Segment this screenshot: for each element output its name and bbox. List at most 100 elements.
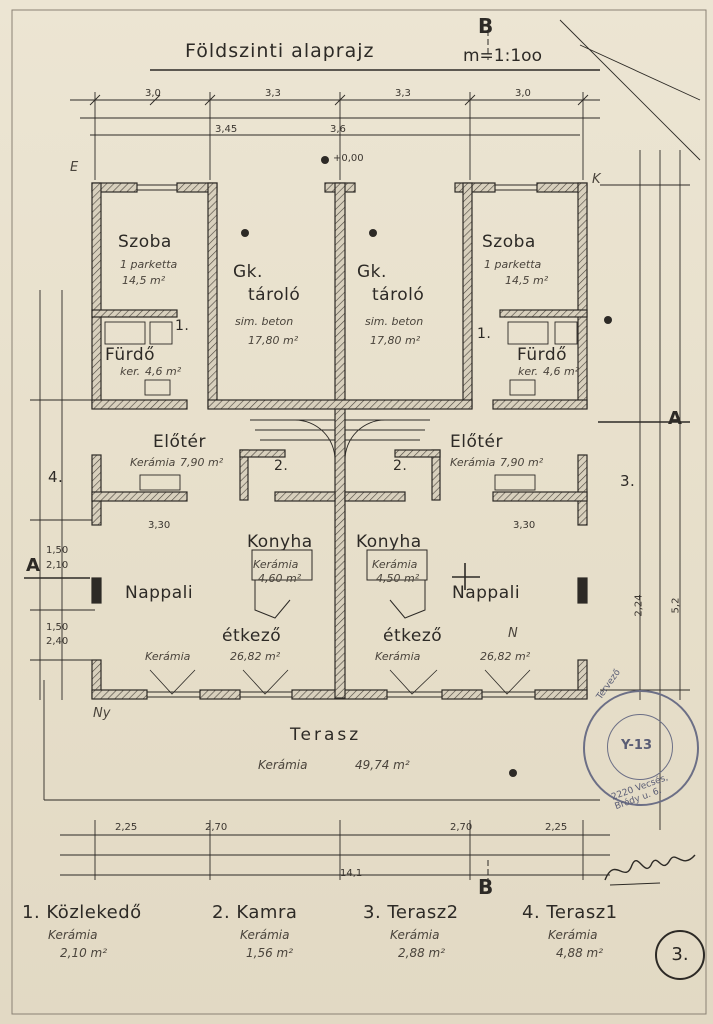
dim-left4: 2,40 [46, 636, 69, 647]
dim-top5: 3,45 [215, 124, 238, 135]
room-gk-right-area: 17,80 m² [370, 334, 421, 347]
top-dimension-chains [70, 92, 600, 180]
room-gk-left-floor: sim. beton [235, 315, 294, 328]
page-number: 3. [655, 930, 705, 980]
room-szoba-left-area: 14,5 m² [122, 274, 166, 287]
compass-ny: Ny [93, 706, 111, 721]
stamp-inner-ring [607, 714, 673, 780]
designer-stamp: Tervező Y-13 2220 Vecsés, Bródy u. 6. [583, 668, 699, 812]
compass-n: N [508, 626, 518, 641]
dim-right2: 5,2 [670, 597, 682, 614]
legend-3-name: 3. Terasz2 [363, 902, 459, 923]
room-furdo-left: Fürdő [105, 345, 156, 365]
walls [91, 182, 588, 700]
sheet-border [11, 9, 707, 1015]
room-konyha-left-area: 4,60 m² [258, 572, 302, 585]
room-number-2-right: 2. [393, 458, 408, 474]
room-number-2-left: 2. [274, 458, 289, 474]
room-eloter-left-area: 7,90 m² [180, 456, 224, 469]
bath-fixtures [104, 321, 578, 491]
room-gk-left-2: tároló [248, 285, 301, 305]
dim-bot-total: 14,1 [340, 868, 363, 879]
bottom-dimension-chains [60, 820, 610, 880]
room-eloter-left: Előtér [153, 432, 206, 452]
room-nappali-left: Nappali [125, 583, 194, 603]
dim-top2: 3,3 [265, 88, 281, 99]
room-gk-right-floor: sim. beton [365, 315, 424, 328]
dim-right1: 2,24 [633, 594, 645, 617]
room-gk-left: Gk. [233, 262, 263, 282]
compass-e: E [70, 160, 79, 175]
dim-top1: 3,0 [145, 88, 161, 99]
dim-left3: 1,50 [46, 622, 69, 633]
legend-2-material: Kerámia [240, 928, 290, 942]
room-terasz-floor: Kerámia [258, 758, 308, 772]
room-number-4: 4. [48, 468, 64, 486]
room-etkezo-right-floor: Kerámia [375, 650, 421, 663]
section-b-top: B [478, 14, 494, 38]
room-furdo-right: Fürdő [517, 345, 568, 365]
room-number-1-left: 1. [175, 318, 190, 334]
room-furdo-right-floor: ker. [518, 365, 539, 378]
room-szoba-right-floor: 1 parketta [484, 258, 542, 271]
room-szoba-right: Szoba [482, 232, 536, 252]
section-a-right: A [668, 408, 682, 429]
legend-1-area: 2,10 m² [60, 946, 108, 960]
room-etkezo-left-area: 26,82 m² [230, 650, 281, 663]
scale-label: m=1:1oo [463, 46, 542, 66]
room-szoba-left-floor: 1 parketta [120, 258, 178, 271]
legend-3-area: 2,88 m² [398, 946, 446, 960]
dim-bot3: 2,70 [450, 822, 473, 833]
dim-top4: 3,0 [515, 88, 531, 99]
section-b-bottom: B [478, 875, 494, 899]
room-terasz: Terasz [290, 725, 362, 745]
room-konyha-right-floor: Kerámia [372, 558, 418, 571]
room-eloter-right-floor: Kerámia [450, 456, 496, 469]
room-number-1-right: 1. [477, 326, 492, 342]
terrace-doors [149, 669, 531, 695]
dim-elev: +0,00 [333, 153, 364, 164]
signature [604, 854, 696, 886]
room-gk-left-area: 17,80 m² [248, 334, 299, 347]
room-konyha-left-floor: Kerámia [253, 558, 299, 571]
windows [91, 184, 588, 698]
dim-mid-left: 3,30 [148, 520, 171, 531]
elevation-markers [241, 156, 612, 777]
dim-bot1: 2,25 [115, 822, 138, 833]
room-etkezo-right-area: 26,82 m² [480, 650, 531, 663]
dim-left1: 1,50 [46, 545, 69, 556]
room-gk-right: Gk. [357, 262, 387, 282]
room-etkezo-left: étkező [222, 626, 282, 646]
room-etkezo-right: étkező [383, 626, 443, 646]
room-eloter-right: Előtér [450, 432, 503, 452]
legend-1-name: 1. Közlekedő [22, 902, 142, 923]
dim-mid-right: 3,30 [513, 520, 536, 531]
kitchen-counters [251, 549, 428, 619]
room-eloter-left-floor: Kerámia [130, 456, 176, 469]
dim-bot2: 2,70 [205, 822, 228, 833]
section-a-left: A [26, 555, 40, 576]
dim-top6: 3,6 [330, 124, 346, 135]
legend-4-material: Kerámia [548, 928, 598, 942]
legend-4-area: 4,88 m² [556, 946, 604, 960]
room-terasz-area: 49,74 m² [355, 758, 410, 772]
dim-top3: 3,3 [395, 88, 411, 99]
room-konyha-right: Konyha [356, 532, 422, 552]
dim-left2: 2,10 [46, 560, 69, 571]
legend-2-area: 1,56 m² [246, 946, 294, 960]
room-szoba-right-area: 14,5 m² [505, 274, 549, 287]
room-number-3: 3. [620, 472, 636, 490]
room-furdo-left-floor: ker. [120, 365, 141, 378]
stairs [250, 419, 430, 461]
room-eloter-right-area: 7,90 m² [500, 456, 544, 469]
room-gk-right-2: tároló [372, 285, 425, 305]
left-dimension-chains [30, 290, 600, 801]
dim-bot4: 2,25 [545, 822, 568, 833]
stamp-center-text: Y-13 [621, 738, 652, 753]
room-etkezo-left-floor: Kerámia [145, 650, 191, 663]
legend-1-material: Kerámia [48, 928, 98, 942]
plan-title: Földszinti alaprajz [185, 40, 375, 62]
legend-3-material: Kerámia [390, 928, 440, 942]
